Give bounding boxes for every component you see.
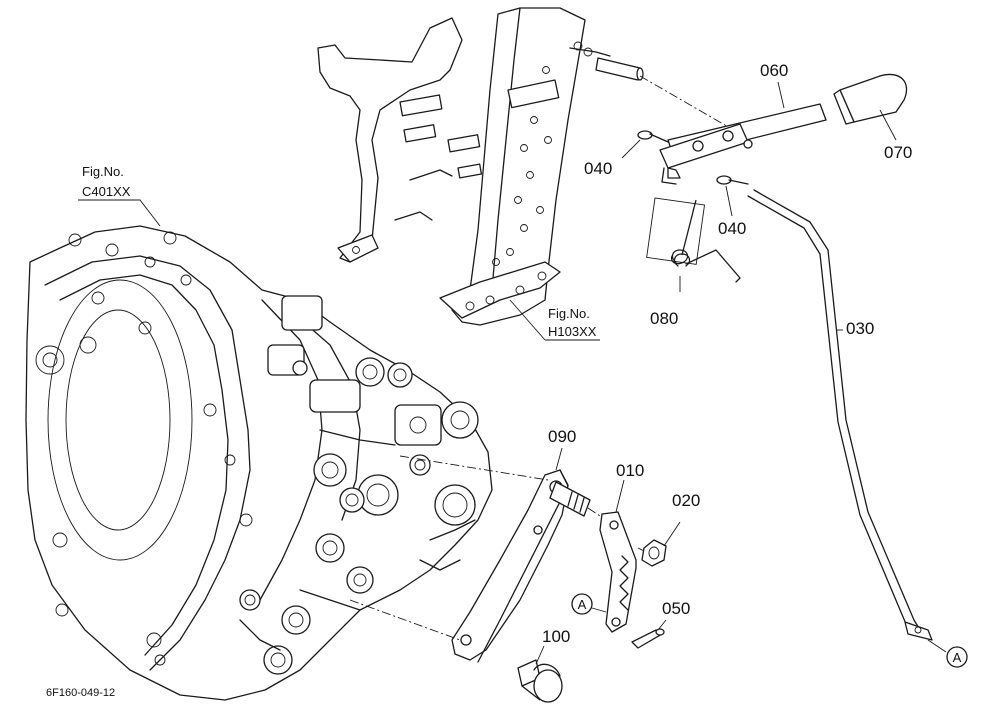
callout-060: 060 [760, 61, 788, 80]
figure-code: 6F160-049-12 [46, 687, 115, 699]
callout-070: 070 [884, 143, 912, 162]
pivot-pin [595, 57, 731, 129]
callout-030: 030 [846, 319, 874, 338]
reference-fig-label-1: Fig.No. [82, 164, 124, 179]
cotter-pin [631, 619, 667, 649]
callout-010: 010 [616, 461, 644, 480]
callout-050: 050 [662, 599, 690, 618]
callout-100: 100 [542, 627, 570, 646]
reference-fig-code-1: C401XX [82, 184, 131, 199]
clip-pin-lower [716, 175, 749, 217]
detent-plate [599, 479, 651, 633]
lock-nut [641, 521, 681, 567]
frame-bracket [317, 7, 611, 326]
transmission-housing [25, 225, 493, 701]
connector-a-right-circle [946, 646, 968, 668]
callout-040-upper: 040 [584, 159, 612, 178]
lever-knob [517, 645, 563, 703]
return-spring [646, 197, 741, 292]
ref2-leader [509, 299, 600, 341]
callout-020: 020 [672, 491, 700, 510]
lever-grip [833, 73, 908, 141]
lever-plate [349, 447, 607, 663]
reference-fig-code-2: H103XX [548, 324, 597, 339]
ref1-leader [78, 199, 161, 227]
connector-a-left-label: A [578, 597, 587, 612]
callout-080: 080 [650, 309, 678, 328]
connector-a-left-circle [571, 593, 593, 615]
reference-fig-label-2: Fig.No. [548, 306, 590, 321]
control-rod [747, 189, 947, 653]
hand-lever [659, 81, 827, 185]
connector-a-right-label: A [953, 650, 962, 665]
clip-pin-upper [621, 130, 669, 159]
callout-040-lower: 040 [718, 219, 746, 238]
callout-090: 090 [548, 427, 576, 446]
